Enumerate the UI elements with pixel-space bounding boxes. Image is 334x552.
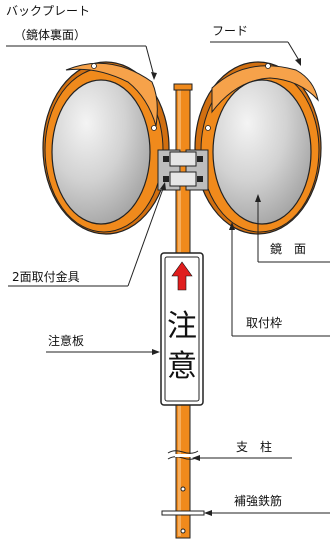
up-arrow-icon	[171, 261, 193, 291]
left-mirror	[42, 61, 170, 235]
label-mirror-surface: 鏡 面	[270, 242, 307, 256]
label-sign-board: 注意板	[48, 334, 85, 348]
label-hood: フード	[212, 24, 249, 38]
label-back-plate-sub: （鏡体裏面）	[14, 28, 87, 42]
label-pole: 支 柱	[236, 440, 273, 454]
label-reinforcing-bar: 補強鉄筋	[234, 494, 283, 508]
label-back-plate: バックプレート	[6, 4, 91, 18]
right-mirror-surface	[212, 79, 312, 225]
left-mirror-surface	[51, 79, 151, 225]
reinforcing-bar	[161, 510, 205, 516]
label-frame: 取付枠	[246, 316, 283, 330]
right-mirror	[194, 61, 322, 235]
sign-char-2: 意	[167, 349, 197, 384]
bracket	[157, 149, 209, 191]
sign-board: 注 意	[160, 252, 204, 406]
sign-char-1: 注	[167, 309, 197, 344]
label-bracket: 2面取付金具	[12, 270, 80, 284]
